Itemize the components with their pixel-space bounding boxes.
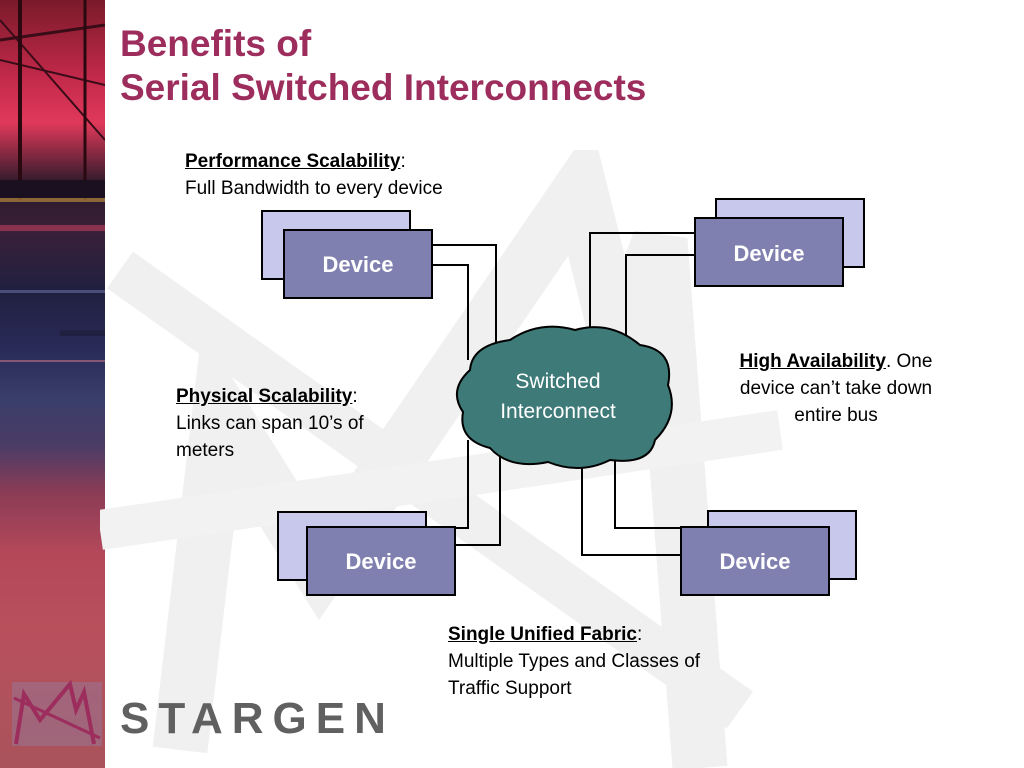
note-suffix: : <box>636 624 643 645</box>
high-availability-note: High Availability. One device can’t take… <box>705 348 967 429</box>
stargen-logo-icon <box>12 680 102 746</box>
stargen-wordmark: STARGEN <box>120 694 395 743</box>
device-label: Device <box>734 241 805 266</box>
note-text: device can’t take down <box>739 378 933 399</box>
note-heading: Physical Scalability <box>176 386 353 407</box>
device-label: Device <box>720 549 791 574</box>
note-suffix: : <box>352 386 358 407</box>
device-bottom-right: Device <box>680 510 857 596</box>
note-text: Links can span 10’s of <box>176 413 364 434</box>
switched-interconnect-cloud: Switched Interconnect <box>455 325 673 470</box>
device-top-right: Device <box>694 198 865 287</box>
note-text: Traffic Support <box>448 678 572 699</box>
device-label: Device <box>346 549 417 574</box>
note-heading: High Availability <box>739 351 886 372</box>
physical-scalability-note: Physical Scalability: Links can span 10’… <box>176 383 364 464</box>
device-bottom-left: Device <box>277 511 456 596</box>
photo-sidebar <box>0 0 105 768</box>
performance-scalability-note: Performance Scalability: Full Bandwidth … <box>185 148 443 202</box>
cloud-label-line-1: Switched <box>515 370 600 393</box>
device-label: Device <box>323 252 394 277</box>
note-heading: Single Unified Fabric <box>448 624 637 645</box>
watermark-logo <box>100 150 783 768</box>
connection-lines <box>410 232 708 556</box>
device-top-left: Device <box>261 210 433 299</box>
single-unified-fabric-note: Single Unified Fabric: Multiple Types an… <box>448 621 700 702</box>
note-suffix: . One <box>885 351 933 372</box>
note-heading: Performance Scalability <box>185 151 401 172</box>
note-suffix: : <box>400 151 406 172</box>
title-line-1: Benefits of <box>120 23 312 64</box>
note-text: Full Bandwidth to every device <box>185 178 443 199</box>
title-line-2: Serial Switched Interconnects <box>120 67 647 108</box>
cloud-label-line-2: Interconnect <box>500 400 616 423</box>
note-text: entire bus <box>794 405 878 426</box>
note-text: Multiple Types and Classes of <box>448 651 701 672</box>
bridge-photo-illustration <box>0 0 105 362</box>
note-text: meters <box>176 440 235 461</box>
page-title: Benefits of Serial Switched Interconnect… <box>120 22 646 110</box>
